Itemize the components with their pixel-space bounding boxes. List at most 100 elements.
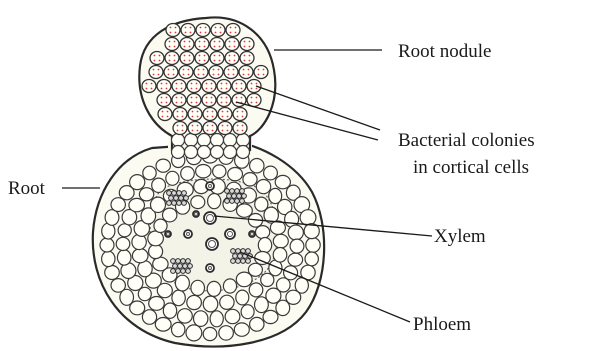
infected-cell [240,38,254,51]
phloem-cell [186,259,191,264]
cortical-cell [154,219,167,232]
bacteria-dot [197,116,199,118]
bacteria-dot [249,55,251,57]
phloem-cell [235,189,240,194]
bacteria-dot [222,130,224,132]
bacteria-dot [234,41,236,43]
bacteria-dot [256,102,258,104]
bacteria-dot [200,27,202,29]
infected-cell [202,94,216,107]
bacteria-dot [204,60,206,62]
bacteria-dot [196,88,198,90]
phloem-cell [177,201,182,206]
infected-cell [239,66,253,79]
cortical-cell [153,257,168,271]
infected-cell [210,52,224,65]
infected-cell [209,66,223,79]
cortical-cell [255,297,269,313]
cortical-cell [288,253,303,266]
cortical-cell [185,134,198,147]
bacteria-dot [249,60,251,62]
cortical-cell [250,159,264,173]
bacteria-dot [176,102,178,104]
bacteria-dot [173,74,175,76]
infected-cell [210,38,224,51]
cortical-cell [210,311,223,327]
bacteria-dot [236,97,238,99]
cortical-cell [142,310,156,325]
bacteria-dot [243,69,245,71]
phloem-cell [230,189,235,194]
bacteria-dot [237,130,239,132]
cortical-cell [224,146,237,159]
bacteria-dot [184,46,186,48]
bacteria-dot [211,97,213,99]
bacteria-dot [183,69,185,71]
infected-cell [217,80,231,93]
bacteria-dot [222,125,224,127]
cortical-cell [178,309,193,323]
infected-cell [232,80,246,93]
bacteria-dot [220,32,222,34]
cortical-cell [198,146,211,159]
bacteria-dot [251,97,253,99]
bacteria-dot [235,27,237,29]
infected-cell [217,94,231,107]
bacteria-dot [244,55,246,57]
bacteria-dot [212,130,214,132]
bacteria-dot [161,102,163,104]
bacteria-dot [229,46,231,48]
cortical-cell [187,295,202,309]
bacteria-dot [228,74,230,76]
xylem-vessel [249,231,255,237]
bacteria-dot [221,83,223,85]
cortical-cell [198,134,211,147]
bacteria-dot [258,74,260,76]
infected-cell [157,80,171,93]
infected-cell [188,108,202,121]
infected-cell [196,24,210,37]
bacteria-dot [204,55,206,57]
cortical-cell [111,279,125,293]
bacteria-dot [206,97,208,99]
bacteria-dot [226,102,228,104]
phloem-cell [246,249,251,254]
bacteria-dot [226,88,228,90]
phloem-cell [171,269,176,274]
bacteria-dot [151,88,153,90]
phloem-cell [231,259,236,264]
cortical-cell [152,178,166,192]
bacteria-dot [219,46,221,48]
bacteria-dot [182,125,184,127]
cortical-cell [172,290,185,306]
cortical-cell [172,134,185,147]
cortical-cell [191,196,205,209]
bacteria-dot [251,83,253,85]
bacteria-dot [185,32,187,34]
bacteria-dot [207,111,209,113]
bacteria-dot [237,125,239,127]
bacteria-dot [189,46,191,48]
phloem-cell [237,194,242,199]
bacteria-dot [233,74,235,76]
bacteria-dot [176,83,178,85]
phloem-cell [238,254,243,259]
phloem-cell [182,191,187,196]
cortical-cell [139,188,153,201]
cortical-cell [208,194,221,209]
bacteria-dot [234,60,236,62]
bacteria-dot [212,116,214,118]
bacteria-dot [189,41,191,43]
cortical-cell [151,197,166,212]
cortical-cell [305,252,318,266]
cortical-cell [207,281,221,296]
infected-cell [254,66,268,79]
bacteria-dot [197,130,199,132]
bacteria-dot [199,60,201,62]
bacteria-dot [184,41,186,43]
bacteria-dot [233,69,235,71]
bacteria-dot [196,83,198,85]
bacteria-dot [251,102,253,104]
cortical-cell [166,171,179,185]
cortical-cell [236,290,249,305]
